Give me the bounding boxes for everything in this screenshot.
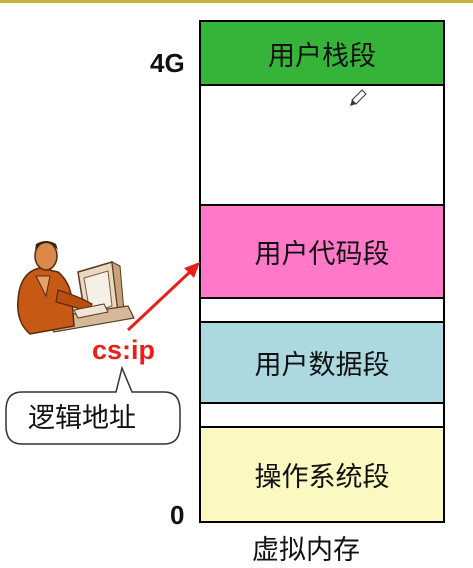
virtual-memory-column: 用户栈段 用户代码段 用户数据段 操作系统段	[199, 20, 445, 523]
pointer-arrow-line	[126, 268, 194, 332]
address-bottom-label: 0	[170, 500, 185, 530]
cs-ip-label: cs:ip	[92, 335, 156, 365]
logical-address-label: 逻辑地址	[28, 403, 136, 434]
address-top-label: 4G	[150, 48, 185, 78]
segment-os: 操作系统段	[199, 426, 445, 523]
speech-bubble	[5, 365, 181, 445]
virtual-memory-caption: 虚拟内存	[252, 535, 360, 566]
top-rule	[0, 0, 473, 3]
pointer-arrow-head	[184, 262, 200, 278]
